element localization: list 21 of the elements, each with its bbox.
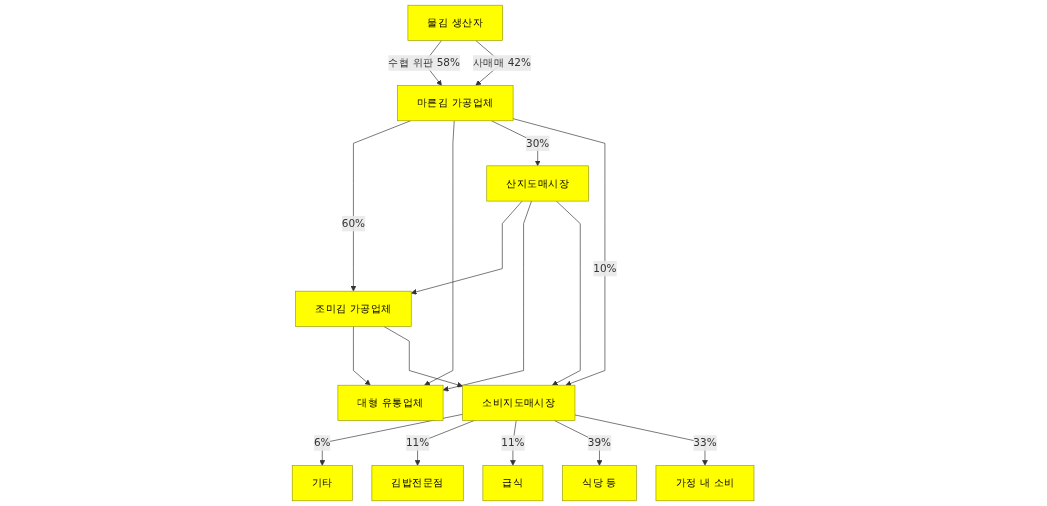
edge-label: 11%	[406, 436, 430, 449]
edge-label: 10%	[593, 262, 617, 275]
node-box: 마른김 가공업체	[397, 85, 514, 122]
node-box: 기타	[292, 465, 353, 502]
node-box: 조미김 가공업체	[295, 290, 412, 327]
edge-label: 30%	[526, 136, 550, 150]
edge-label: 11%	[501, 436, 525, 449]
edge-label: 60%	[342, 217, 366, 230]
node-box: 대형 유통업체	[337, 384, 444, 421]
edge-label: 6%	[314, 436, 331, 449]
node-box: 김밥전문점	[371, 465, 464, 502]
node-box: 식당 등	[562, 465, 638, 502]
node-box: 가정 내 소비	[656, 465, 755, 502]
edge-label: 수협 위판 58%	[388, 56, 461, 69]
node-box: 산지도매시장	[486, 165, 590, 202]
node-box: 소비지도매시장	[462, 384, 576, 421]
edge-label: 39%	[588, 436, 612, 449]
node-box: 급식	[482, 465, 544, 502]
node-box: 물김 생산자	[407, 4, 504, 41]
edge-label: 사매매 42%	[473, 56, 532, 69]
edge-label: 33%	[693, 436, 717, 449]
